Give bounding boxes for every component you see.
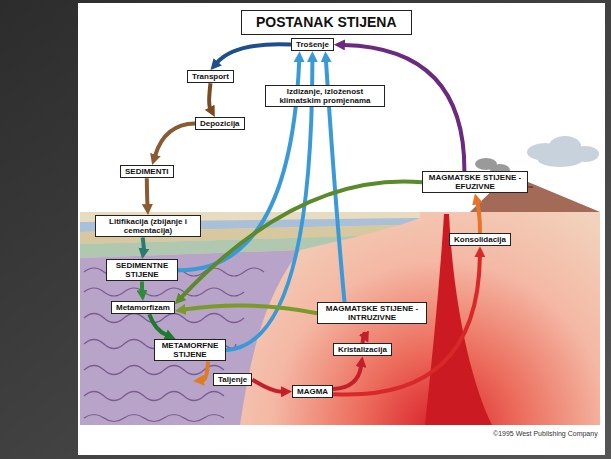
box-label: Litifikacija (zbijanje i cementacija) bbox=[100, 217, 196, 235]
process-box: MAGMATSKE STIJENE - EFUZIVNE bbox=[422, 171, 528, 193]
box-label: MAGMATSKE STIJENE - INTRUZIVNE bbox=[322, 304, 422, 322]
box-label: Konsolidacija bbox=[454, 235, 506, 244]
process-box: MAGMA bbox=[292, 385, 333, 398]
fold-line bbox=[84, 314, 244, 323]
flow-arrow bbox=[203, 361, 208, 380]
flow-arrow bbox=[185, 306, 317, 314]
process-box: Litifikacija (zbijanje i cementacija) bbox=[95, 215, 201, 237]
fold-line bbox=[84, 392, 224, 401]
copyright-note: ©1995 West Publishing Company bbox=[493, 430, 598, 438]
box-label: Trošenje bbox=[296, 40, 329, 49]
flow-arrow bbox=[217, 44, 291, 62]
earth-crust bbox=[80, 178, 600, 425]
box-label: SEDIMENTNE STIJENE bbox=[111, 261, 173, 279]
process-box: MAGMATSKE STIJENE - INTRUZIVNE bbox=[317, 302, 427, 324]
title-box: POSTANAK STIJENA bbox=[241, 10, 412, 35]
fold-line bbox=[84, 366, 224, 375]
picture-ground bbox=[78, 3, 605, 455]
box-label: MAGMA bbox=[297, 387, 328, 396]
flow-arrow bbox=[252, 380, 282, 392]
metamorphic-zone bbox=[80, 250, 300, 425]
process-box: SEDIMENTI bbox=[120, 165, 174, 178]
fold-line bbox=[84, 415, 224, 422]
fold-line bbox=[84, 288, 244, 296]
process-box: Izdizanje, izloženost klimatskim promjen… bbox=[265, 85, 385, 107]
box-label: Transport bbox=[192, 72, 229, 81]
process-box: Depozicija bbox=[195, 117, 245, 130]
box-label: Metamorfizam bbox=[116, 303, 170, 312]
flow-arrow bbox=[477, 203, 480, 233]
process-box: METAMORFNE STIJENE bbox=[154, 339, 226, 361]
box-label: SEDIMENTI bbox=[125, 167, 169, 176]
flow-arrow bbox=[182, 181, 422, 297]
box-label: Depozicija bbox=[200, 119, 240, 128]
process-box: Transport bbox=[187, 70, 234, 83]
flow-arrow bbox=[363, 334, 365, 343]
flow-arrow bbox=[149, 314, 166, 335]
box-label: MAGMATSKE STIJENE - EFUZIVNE bbox=[427, 173, 523, 191]
process-box: SEDIMENTNE STIJENE bbox=[106, 259, 178, 281]
process-box: Metamorfizam bbox=[111, 301, 175, 314]
flow-arrow bbox=[209, 83, 210, 108]
process-box: Taljenje bbox=[213, 373, 252, 386]
flow-arrow bbox=[155, 124, 195, 156]
flow-arrow bbox=[143, 237, 144, 249]
flow-arrow bbox=[333, 256, 480, 394]
flow-arrow bbox=[333, 366, 361, 389]
process-box: Konsolidacija bbox=[449, 233, 511, 246]
box-label: Taljenje bbox=[218, 375, 247, 384]
cloud-puff bbox=[538, 153, 582, 167]
process-box: Trošenje bbox=[291, 38, 334, 51]
flow-arrow bbox=[140, 281, 144, 291]
flow-arrow bbox=[145, 178, 150, 205]
process-box: Kristalizacija bbox=[333, 343, 392, 356]
flow-arrow bbox=[344, 45, 465, 171]
folded-strata bbox=[84, 268, 264, 422]
cloud bbox=[527, 136, 599, 167]
box-label: Izdizanje, izloženost klimatskim promjen… bbox=[270, 87, 380, 105]
box-label: Kristalizacija bbox=[338, 345, 387, 354]
smoke-puff bbox=[475, 158, 497, 170]
box-label: METAMORFNE STIJENE bbox=[159, 341, 221, 359]
